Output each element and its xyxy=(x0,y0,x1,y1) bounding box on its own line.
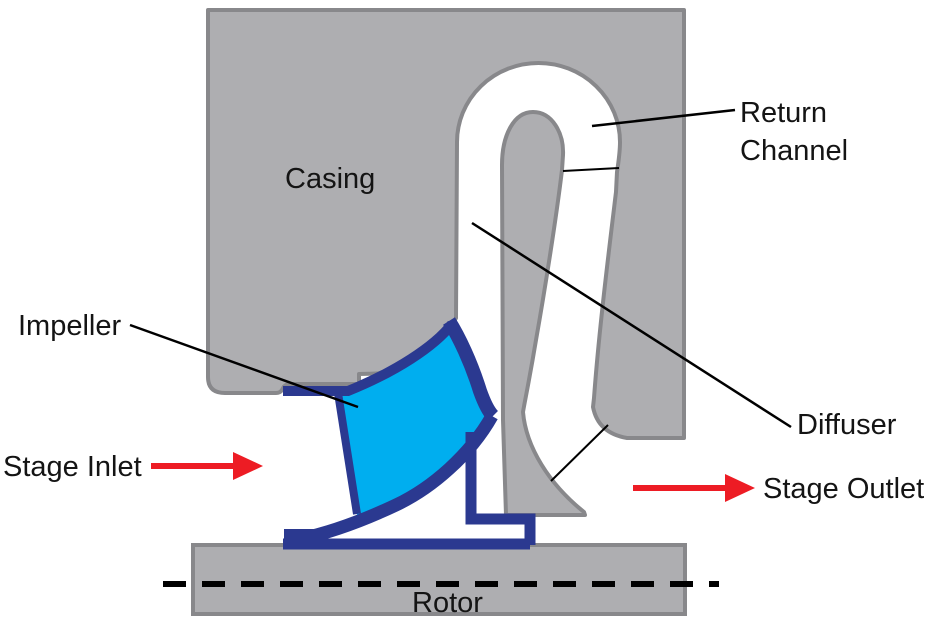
impeller-hub-step xyxy=(465,432,536,545)
impeller-passage xyxy=(338,327,490,515)
impeller-leading-edge xyxy=(334,392,361,515)
stage-outlet-arrow xyxy=(633,474,755,502)
label-rotor: Rotor xyxy=(412,587,483,619)
label-casing: Casing xyxy=(285,163,375,195)
diffuser-leader-line xyxy=(471,221,792,429)
label-diffuser: Diffuser xyxy=(797,409,897,441)
label-return-channel-line2: Channel xyxy=(740,135,848,167)
impeller-rim-outline xyxy=(443,317,499,421)
return-bend-marker-line xyxy=(562,167,620,172)
impeller-leader-line xyxy=(129,323,359,409)
stage-inlet-arrow-head xyxy=(233,452,263,480)
return-channel-leader-line xyxy=(591,108,736,128)
stage-inlet-arrow xyxy=(151,452,263,480)
impeller-outline xyxy=(283,317,536,550)
label-return-channel-line1: Return xyxy=(740,97,827,129)
stage-outlet-arrow-head xyxy=(725,474,755,502)
outlet-bend-marker-line xyxy=(550,424,609,482)
rotor-bar xyxy=(191,543,687,616)
label-impeller: Impeller xyxy=(18,310,121,342)
diffuser-return-channel-wall xyxy=(500,110,587,517)
label-stage-inlet: Stage Inlet xyxy=(3,451,142,483)
label-stage-outlet: Stage Outlet xyxy=(763,473,924,505)
impeller-shroud-outline xyxy=(283,320,456,396)
